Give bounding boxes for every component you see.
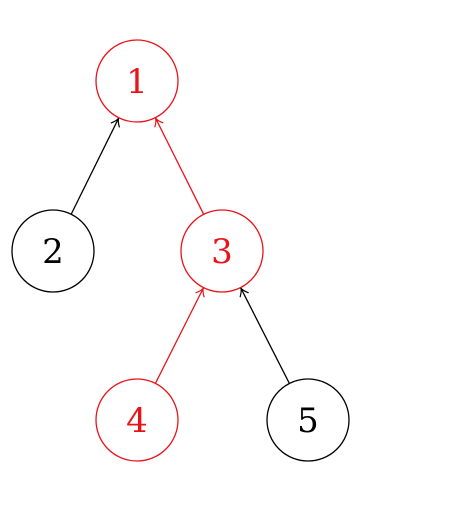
node-label: 5 [297, 401, 319, 441]
nodes-layer: 1 2 3 4 5 [11, 39, 350, 462]
node-2: 2 [11, 209, 95, 293]
node-label: 2 [42, 232, 64, 272]
node-label: 4 [126, 401, 148, 441]
edge-line [154, 117, 205, 215]
edge-4-to-3 [154, 287, 205, 384]
node-1: 1 [95, 39, 179, 123]
edge-line [240, 287, 290, 384]
node-circle [95, 378, 179, 462]
edge-5-to-3 [239, 286, 290, 384]
edge-line [154, 287, 205, 384]
edge-3-to-1 [154, 117, 205, 215]
edges-layer [70, 117, 290, 384]
node-circle [11, 209, 95, 293]
node-4: 4 [95, 378, 179, 462]
node-label: 3 [211, 232, 233, 272]
node-circle [95, 39, 179, 123]
node-label: 1 [126, 62, 148, 102]
node-5: 5 [266, 378, 350, 462]
edge-2-to-1 [70, 117, 120, 215]
node-circle [266, 378, 350, 462]
node-circle [180, 209, 264, 293]
node-3: 3 [180, 209, 264, 293]
edge-line [70, 117, 120, 215]
